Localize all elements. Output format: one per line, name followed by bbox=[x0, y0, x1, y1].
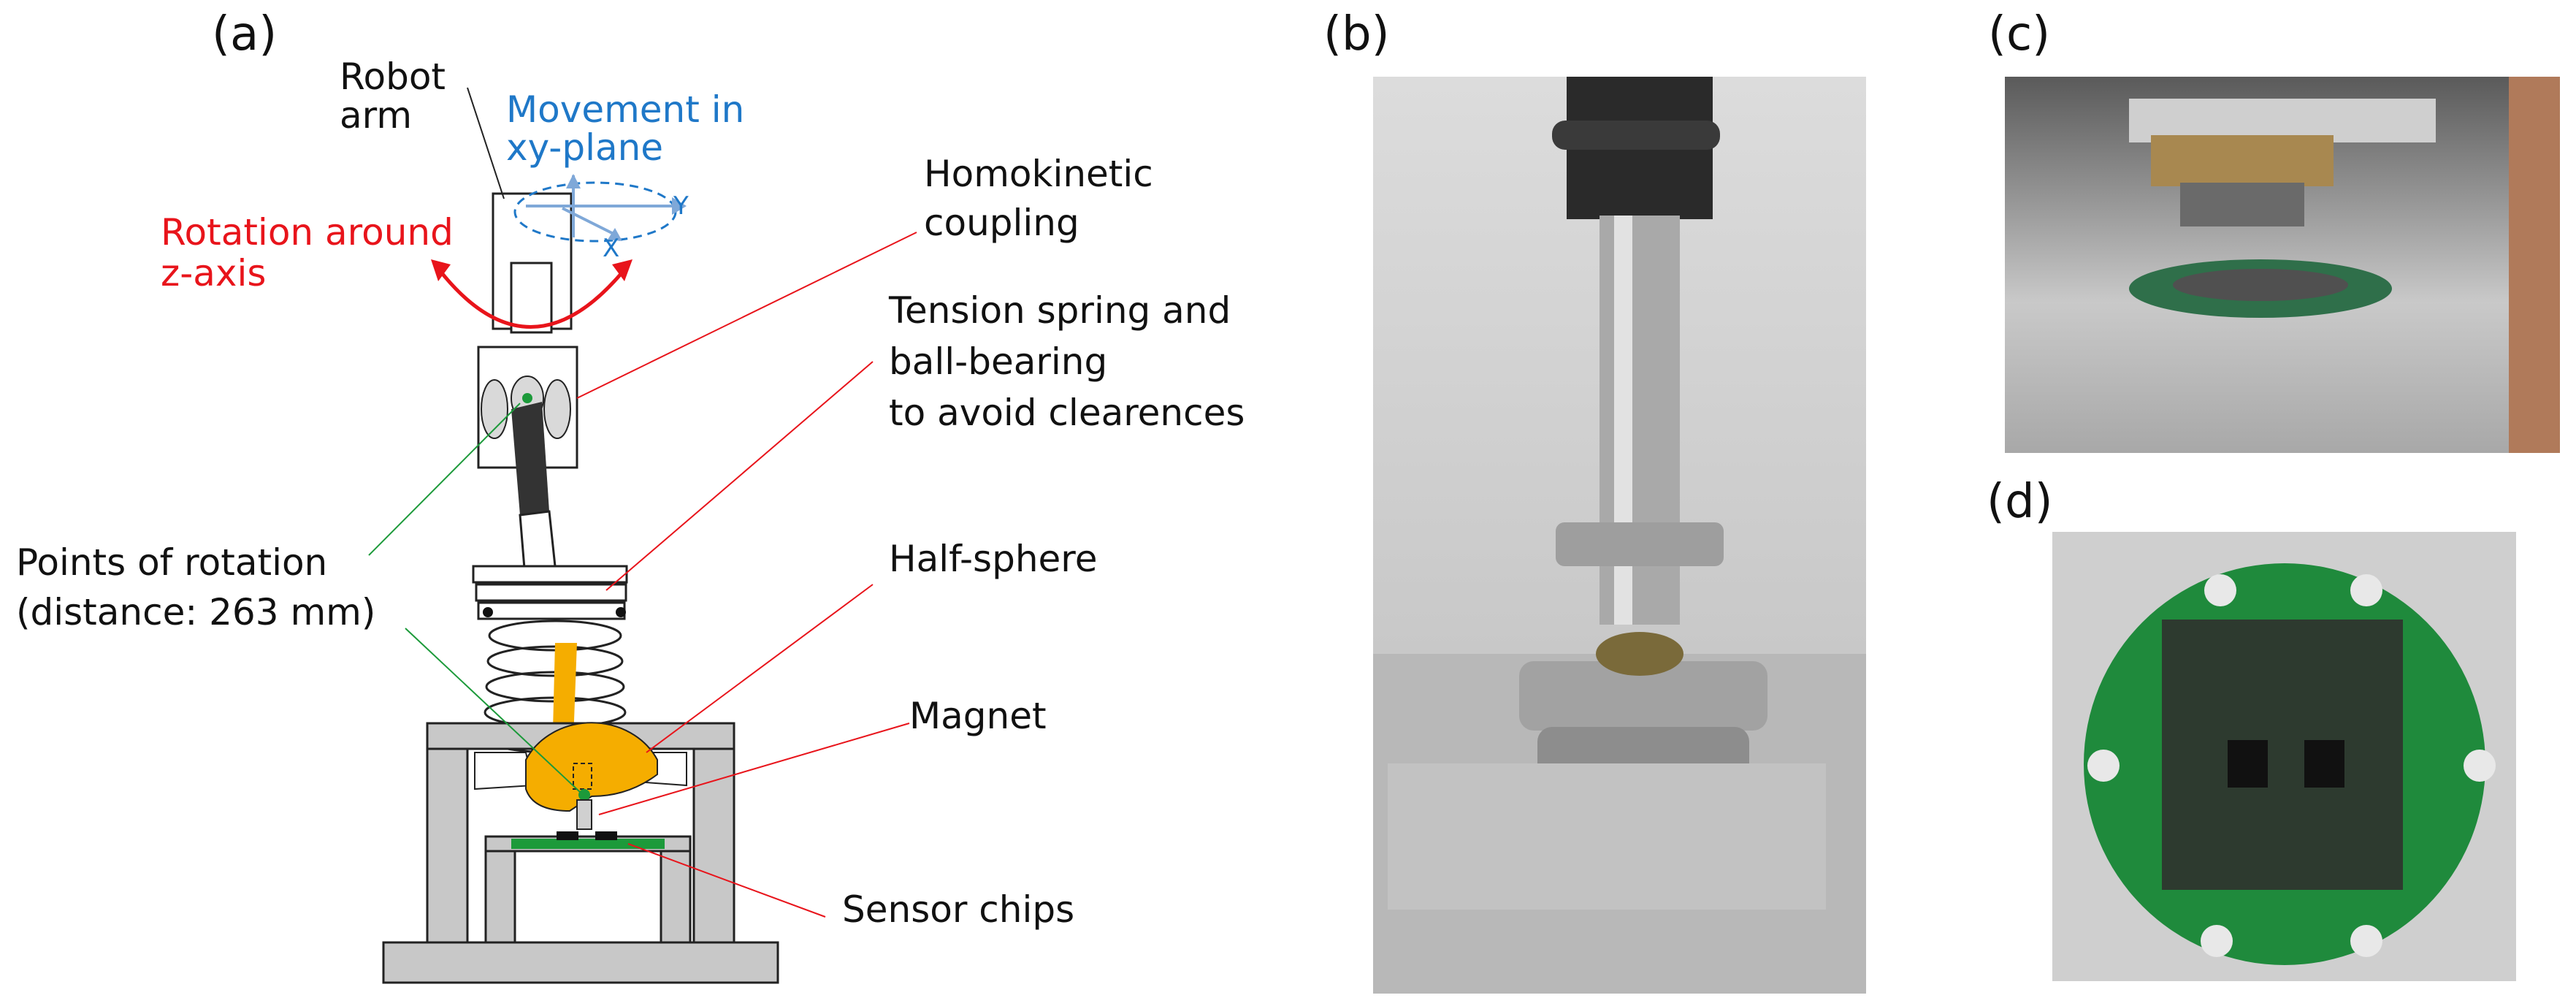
photo-sensor-pcb bbox=[2052, 532, 2516, 981]
robot-arm-shaft bbox=[510, 262, 553, 334]
sensor-chip-right bbox=[595, 831, 617, 840]
sensor-pcb bbox=[511, 839, 665, 849]
sensor-chip-left bbox=[557, 831, 578, 840]
rotation-point-lower bbox=[578, 789, 590, 801]
label-magnet: Magnet bbox=[909, 695, 1047, 737]
label-sensor-chips: Sensor chips bbox=[842, 888, 1075, 931]
label-rotation-line1: Rotation around bbox=[161, 211, 454, 254]
frame-left-post bbox=[426, 722, 469, 944]
label-axis-x: X bbox=[603, 234, 620, 263]
photo-sensor-closeup bbox=[2005, 77, 2560, 453]
label-half-sphere: Half-sphere bbox=[889, 538, 1098, 580]
rotation-point-upper bbox=[522, 393, 532, 403]
label-homokinetic-line2: coupling bbox=[924, 202, 1079, 244]
panel-label-c: (c) bbox=[1988, 7, 2051, 61]
frame-right-post bbox=[692, 722, 735, 944]
rotation-arc bbox=[441, 273, 622, 329]
panel-label-a: (a) bbox=[212, 7, 278, 61]
label-homokinetic-line1: Homokinetic bbox=[924, 153, 1153, 195]
coupling-shaft bbox=[511, 402, 549, 515]
half-sphere bbox=[525, 722, 658, 812]
label-robot-arm-line1: Robot bbox=[340, 56, 446, 98]
frame-base-plate bbox=[382, 941, 779, 984]
magnet bbox=[576, 799, 592, 830]
x-axis-arrow bbox=[562, 207, 614, 235]
photo-test-rig bbox=[1373, 77, 1866, 994]
label-rotation-line2: z-axis bbox=[161, 252, 267, 294]
label-points-line2: (distance: 263 mm) bbox=[16, 591, 376, 633]
panel-label-b: (b) bbox=[1323, 7, 1390, 61]
label-movement-line1: Movement in bbox=[506, 88, 745, 131]
label-axis-y: Y bbox=[673, 191, 689, 221]
panel-label-d: (d) bbox=[1987, 475, 2053, 529]
label-tension-line3: to avoid clearences bbox=[889, 392, 1245, 434]
label-points-line1: Points of rotation bbox=[16, 541, 328, 584]
label-movement-line2: xy-plane bbox=[506, 126, 664, 169]
label-robot-arm-line2: arm bbox=[340, 94, 413, 137]
label-tension-line1: Tension spring and bbox=[889, 289, 1231, 332]
label-tension-line2: ball-bearing bbox=[889, 340, 1108, 383]
robot-arm-pointer-line bbox=[467, 87, 505, 199]
